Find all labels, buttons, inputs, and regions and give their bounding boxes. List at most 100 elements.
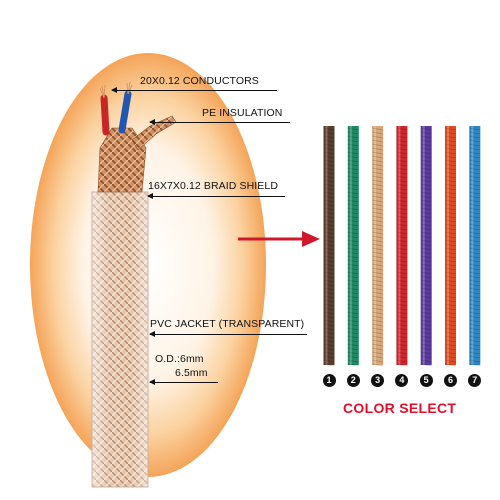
swatch-texture-line [372, 251, 384, 255]
swatch-texture-line [396, 195, 408, 199]
swatch-texture-line [420, 303, 432, 307]
swatch-texture-line [372, 335, 384, 339]
swatch-texture-line [396, 307, 408, 311]
swatch-texture-line [323, 131, 335, 135]
swatch-texture-line [323, 211, 335, 215]
swatch-texture-line [323, 227, 335, 231]
swatch-texture-line [444, 259, 457, 263]
red-conductor [100, 94, 110, 136]
swatch-texture-line [396, 299, 408, 303]
swatch-texture-line [469, 195, 481, 199]
swatch-texture-line [372, 355, 384, 359]
swatch-texture-line [323, 287, 335, 291]
swatch-texture-line [372, 327, 384, 331]
swatch-texture-line [396, 311, 408, 315]
od-label: O.D.:6mm [155, 353, 204, 365]
swatch-texture-line [444, 151, 457, 155]
swatch-texture-line [469, 159, 481, 163]
swatch-texture-line [347, 239, 359, 243]
swatch-texture-line [420, 343, 432, 347]
swatch-texture-line [444, 243, 457, 247]
swatch-texture-line [372, 247, 384, 251]
swatch-texture-line [396, 239, 408, 243]
swatch-texture-line [347, 303, 359, 307]
swatch-texture-line [396, 211, 408, 215]
swatch-texture-line [444, 167, 457, 171]
swatch-texture-line [444, 267, 457, 271]
swatch-texture-line [323, 207, 335, 211]
swatch-texture-line [323, 303, 335, 307]
swatch-texture-line [420, 287, 432, 291]
swatch-texture-line [372, 159, 384, 163]
swatch-texture-line [347, 231, 359, 235]
swatch-texture-line [396, 247, 408, 251]
swatch-texture-line [323, 147, 335, 151]
swatch-texture-line [444, 179, 457, 183]
swatch-texture-line [469, 331, 481, 335]
swatch-texture-line [372, 331, 384, 335]
color-swatch-6 [445, 126, 456, 365]
braid-shield [97, 127, 147, 193]
swatch-texture-line [323, 139, 335, 143]
swatch-texture-line [323, 343, 335, 347]
swatch-texture-line [396, 235, 408, 239]
swatch-texture-line [469, 139, 481, 143]
swatch-texture-line [469, 215, 481, 219]
swatch-texture-line [347, 163, 359, 167]
swatch-texture-line [323, 291, 335, 295]
swatch-texture-line [372, 183, 384, 187]
swatch-texture-line [372, 255, 384, 259]
swatch-texture-line [372, 323, 384, 327]
swatch-texture-line [347, 359, 359, 363]
swatch-texture-line [444, 127, 457, 131]
swatch-texture-line [444, 275, 457, 279]
swatch-texture-line [396, 187, 408, 191]
swatch-texture-line [420, 291, 432, 295]
swatch-texture-line [372, 295, 384, 299]
color-swatch-7 [469, 126, 481, 365]
swatch-texture-line [347, 143, 359, 147]
swatch-texture-line [347, 215, 359, 219]
swatch-texture-line [396, 255, 408, 259]
swatch-texture-line [444, 155, 457, 159]
swatch-texture-line [396, 199, 408, 203]
cable-illustration [91, 81, 177, 488]
od-label-alt: 6.5mm [175, 367, 208, 379]
swatch-texture-line [396, 215, 408, 219]
swatch-texture-line [420, 315, 432, 319]
swatch-texture-line [347, 223, 359, 227]
swatch-texture-line [396, 147, 408, 151]
swatch-texture-line [420, 179, 432, 183]
swatch-texture-line [347, 259, 359, 263]
swatch-texture-line [347, 315, 359, 319]
color-number-4: 4 [395, 374, 409, 387]
swatch-texture-line [444, 219, 457, 223]
insulation-leader [149, 119, 290, 125]
swatch-texture-line [396, 327, 408, 331]
swatch-texture-line [469, 315, 481, 319]
swatch-texture-line [372, 207, 384, 211]
swatch-texture-line [420, 227, 432, 231]
color-select-title: COLOR SELECT [343, 400, 457, 416]
swatch-texture-line [469, 287, 481, 291]
swatch-texture-line [372, 215, 384, 219]
swatch-texture-line [323, 315, 335, 319]
swatch-texture-line [444, 311, 457, 315]
swatch-texture-line [444, 135, 457, 139]
swatch-texture-line [444, 227, 457, 231]
color-number-2: 2 [346, 374, 360, 387]
swatch-texture-line [420, 203, 432, 207]
swatch-texture-line [347, 299, 359, 303]
swatch-texture-line [347, 283, 359, 287]
swatch-texture-line [372, 127, 384, 131]
swatch-texture-line [420, 187, 432, 191]
swatch-texture-line [444, 323, 457, 327]
swatch-texture-line [372, 259, 384, 263]
swatch-texture-line [444, 359, 457, 363]
swatch-texture-line [347, 127, 359, 131]
swatch-texture-line [469, 275, 481, 279]
swatch-texture-line [347, 235, 359, 239]
swatch-texture-line [469, 303, 481, 307]
color-number-7: 7 [468, 374, 482, 387]
swatch-texture-line [444, 271, 457, 275]
